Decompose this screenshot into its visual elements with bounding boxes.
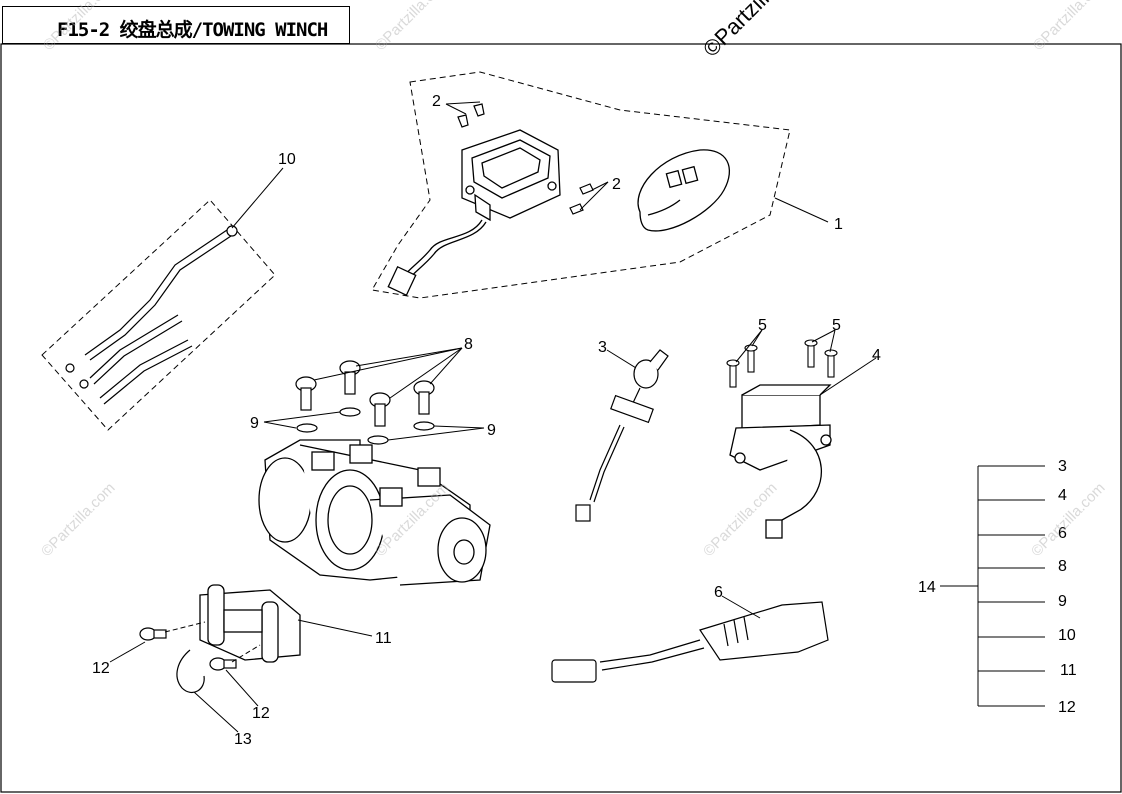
wireless-remote xyxy=(637,149,730,232)
callout-9: 9 xyxy=(487,422,496,439)
leader-lines xyxy=(109,101,1045,733)
part-1-dashed-outline xyxy=(371,71,791,299)
kit-item: 12 xyxy=(1058,699,1076,716)
callout-1: 1 xyxy=(834,216,843,233)
callout-11: 11 xyxy=(375,630,392,647)
callout-2: 2 xyxy=(432,93,441,110)
kit-item: 10 xyxy=(1058,627,1076,644)
kit-item: 6 xyxy=(1058,525,1067,542)
page-title: F15-2 绞盘总成/TOWING WINCH xyxy=(57,19,328,41)
callout-numbers: 1 2 2 10 3 4 5 5 8 9 9 6 11 12 12 13 14 xyxy=(92,93,936,748)
kit-item: 11 xyxy=(1060,662,1077,679)
title-box: F15-2 绞盘总成/TOWING WINCH xyxy=(2,6,350,44)
callout-3: 3 xyxy=(598,339,607,356)
part-10-cable-box xyxy=(41,199,276,431)
callout-6: 6 xyxy=(714,584,723,601)
kit-item: 8 xyxy=(1058,558,1067,575)
rocker-switch-part-3 xyxy=(575,349,669,522)
kit-14-list: 3 4 6 8 9 10 11 12 xyxy=(1058,458,1077,716)
callout-12: 12 xyxy=(252,705,270,722)
screws-part-5 xyxy=(726,339,838,388)
contactor-part-4 xyxy=(729,384,832,539)
kit-item: 4 xyxy=(1058,487,1067,504)
callout-14: 14 xyxy=(918,579,936,596)
handlebar-switch-part-6 xyxy=(551,601,829,683)
winch-control-box xyxy=(387,129,561,297)
callout-12: 12 xyxy=(92,660,110,677)
fairlead-bracket-part-11 xyxy=(199,584,301,663)
callout-5: 5 xyxy=(758,317,767,334)
kit-item: 9 xyxy=(1058,593,1067,610)
winch-motor-assembly xyxy=(258,439,491,586)
washers-part-9 xyxy=(296,407,435,445)
callout-10: 10 xyxy=(278,151,296,168)
callout-4: 4 xyxy=(872,347,881,364)
diagram-border xyxy=(0,43,1122,793)
callout-13: 13 xyxy=(234,731,252,748)
callout-8: 8 xyxy=(464,336,473,353)
battery-cables xyxy=(65,225,238,405)
hook-and-bolts xyxy=(139,627,237,693)
callout-5: 5 xyxy=(832,317,841,334)
callout-9: 9 xyxy=(250,415,259,432)
callout-2: 2 xyxy=(612,176,621,193)
dashed-leaders xyxy=(164,621,261,663)
kit-item: 3 xyxy=(1058,458,1067,475)
bolts-part-8 xyxy=(295,360,435,427)
